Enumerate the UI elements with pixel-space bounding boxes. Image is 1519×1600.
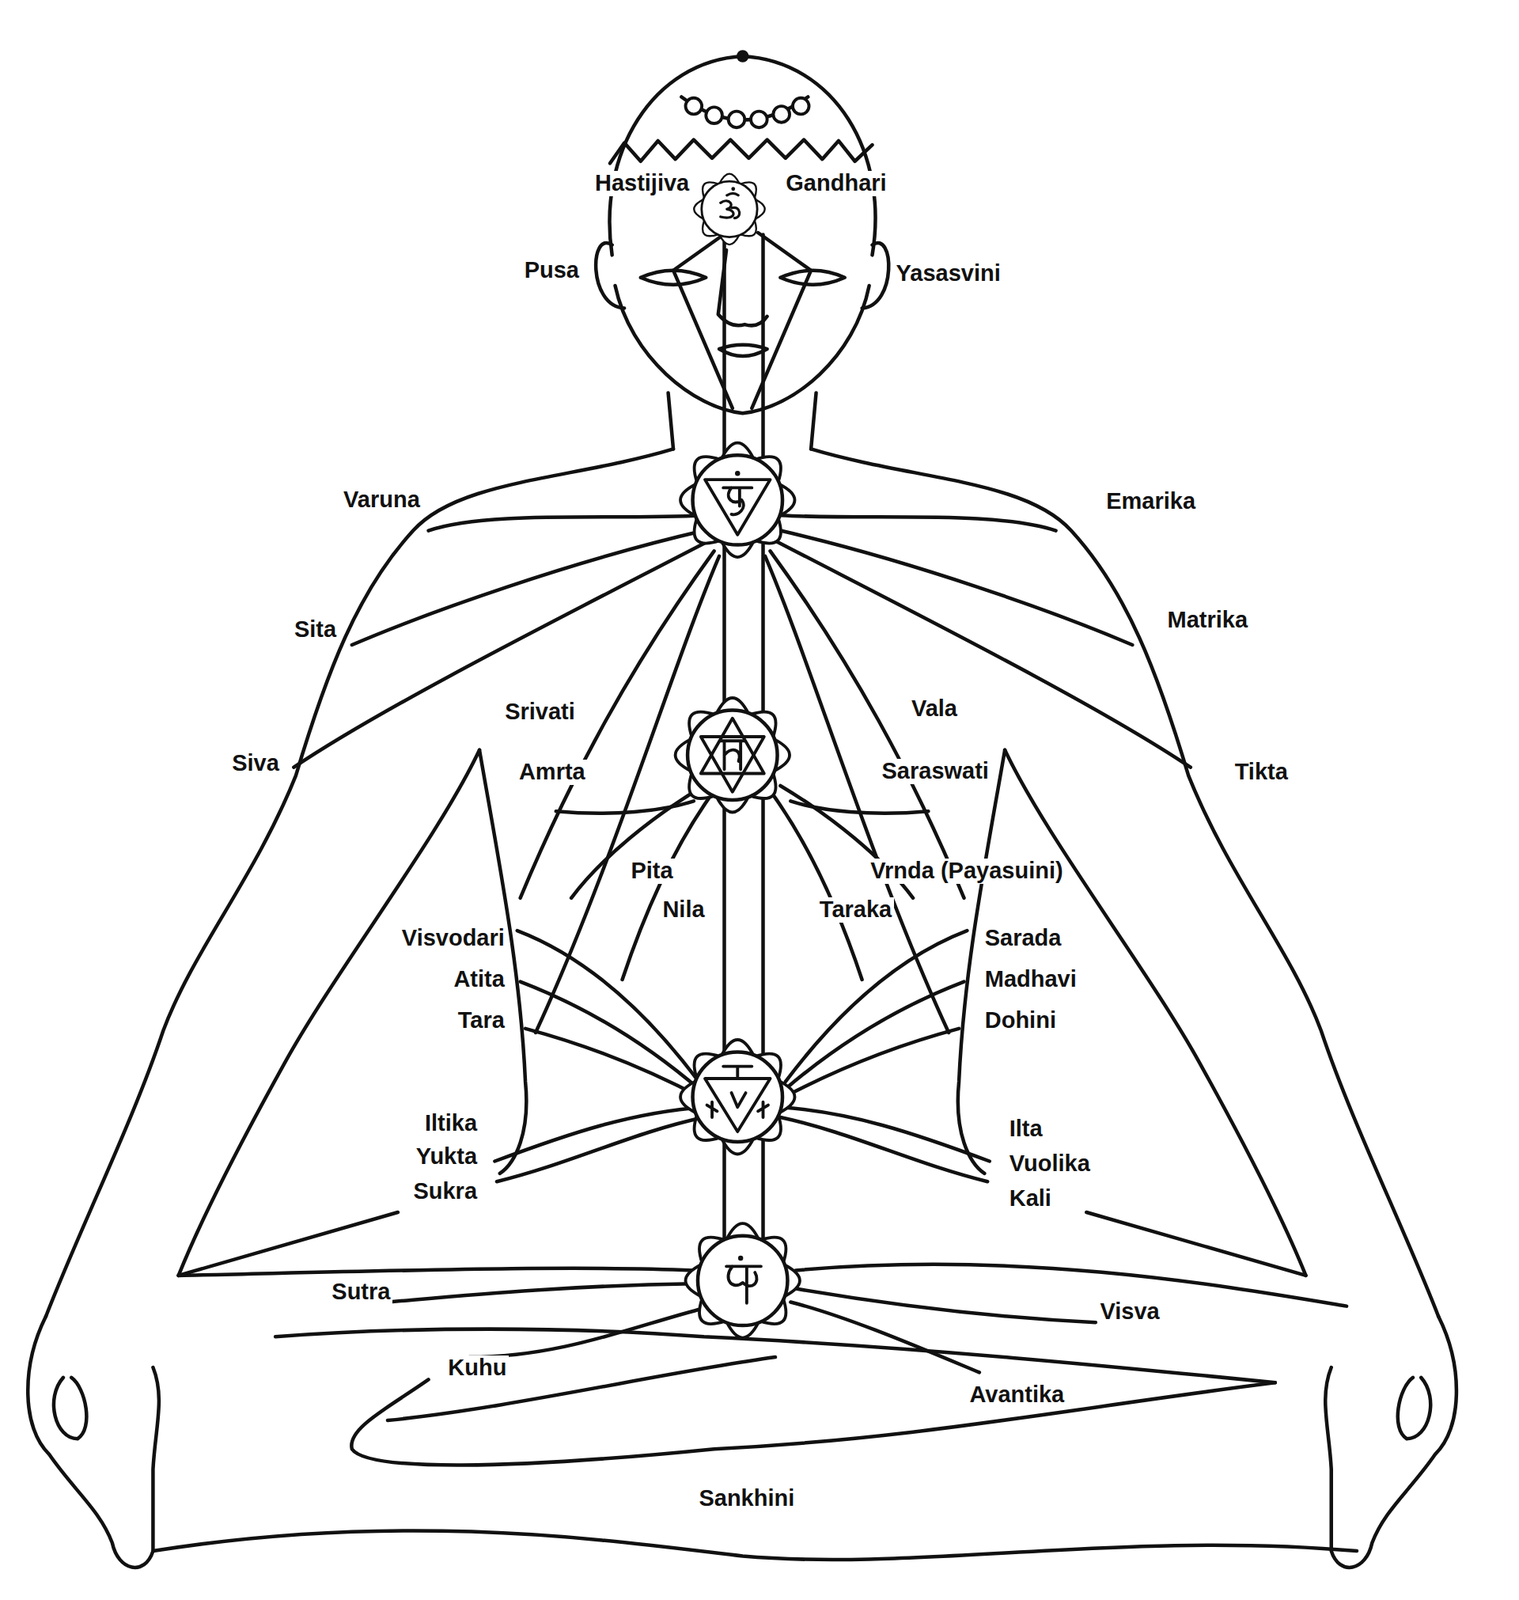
nadi-label: Kali (1007, 1185, 1054, 1212)
nadi-label: Visva (1097, 1299, 1162, 1325)
nadi-label: Siva (229, 750, 282, 777)
nadi-label: Dohini (982, 1007, 1059, 1034)
nadi-label: Sankhini (696, 1485, 797, 1512)
nadi-label: Yukta (413, 1143, 480, 1170)
nadi-label: Avantika (966, 1382, 1067, 1408)
nadi-label: Varuna (340, 487, 423, 513)
nadi-label: Sukra (410, 1178, 480, 1205)
nadi-label: Emarika (1103, 488, 1198, 515)
nadi-label: Taraka (817, 897, 894, 923)
nadi-label: Amrta (516, 759, 588, 785)
body-outline (27, 49, 1457, 1568)
nadi-label: Madhavi (982, 966, 1080, 993)
nadi-label: Hastijiva (592, 170, 692, 197)
nadi-label: Atita (450, 966, 507, 993)
nadi-label: Matrika (1165, 607, 1251, 633)
nadi-label: Vrnda (Payasuini) (867, 858, 1065, 884)
nadi-label: Sarada (982, 925, 1065, 951)
nadi-label: Nila (659, 897, 707, 923)
nadi-label: Kuhu (445, 1355, 509, 1381)
nadi-label: Gandhari (783, 170, 889, 197)
nadi-label: Tikta (1232, 759, 1291, 785)
nadi-label: Pita (628, 858, 675, 884)
nadi-label: Vuolika (1007, 1151, 1093, 1177)
chakra-symbols (675, 174, 800, 1338)
nadi-label: Yasasvini (893, 261, 1004, 287)
nadi-label: Srivati (502, 699, 578, 725)
nadi-label: Ilta (1007, 1116, 1046, 1142)
nadi-label: Tara (455, 1007, 508, 1034)
nadi-label: Visvodari (399, 925, 508, 951)
nadi-label: Vala (909, 696, 960, 722)
nadi-label: Sita (291, 617, 339, 643)
nadi-label: Iltika (422, 1110, 480, 1137)
nadi-label: Sutra (329, 1279, 393, 1305)
nadi-label: Pusa (522, 257, 582, 284)
nadi-label: Saraswati (879, 758, 992, 785)
